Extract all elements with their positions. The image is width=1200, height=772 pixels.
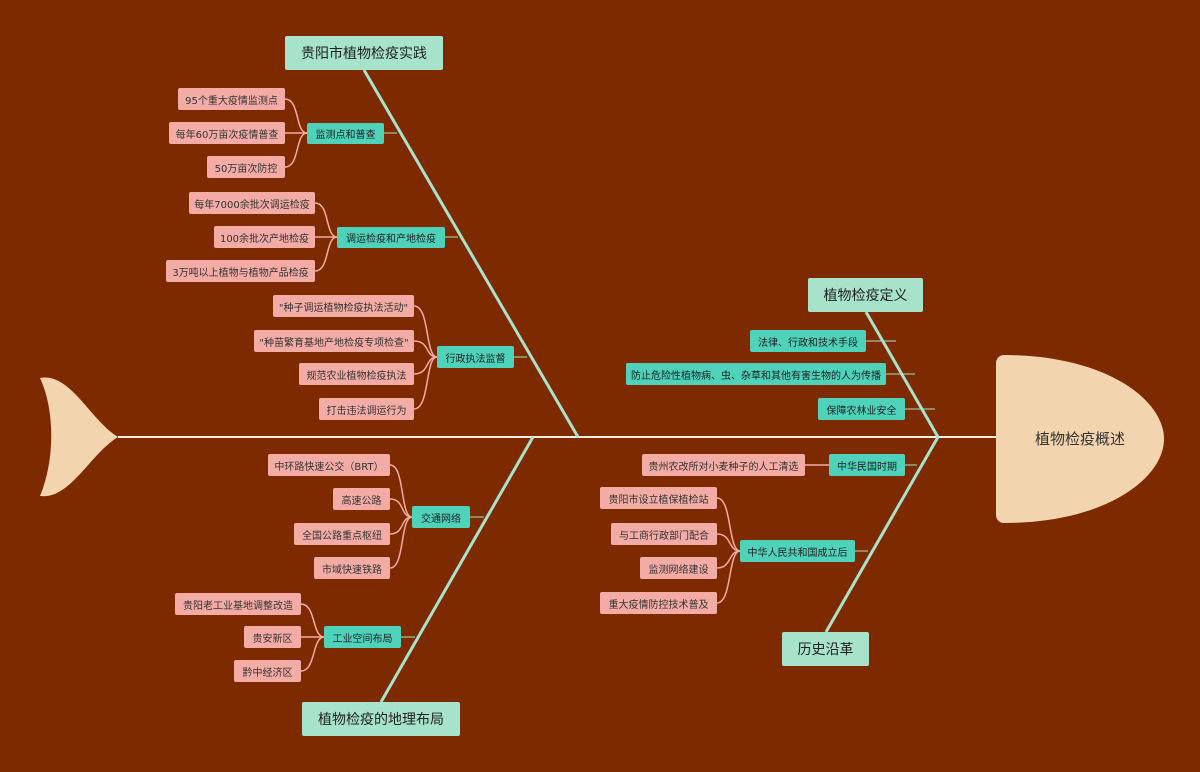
bone-practice [362,69,580,438]
leaf-item[interactable]: 中环路快速公交（BRT） [268,454,390,476]
leaf-item[interactable]: 高速公路 [333,488,390,510]
leaf-item[interactable]: "种子调运植物检疫执法活动" [273,295,414,317]
leaf-item[interactable]: 全国公路重点枢纽 [294,523,390,545]
leaf-item[interactable]: 与工商行政部门配合 [611,523,717,545]
main-topic-definition[interactable]: 植物检疫定义 [808,278,923,312]
leaf-item[interactable]: 贵安新区 [244,626,301,648]
subtopic-prc-era[interactable]: 中华人民共和国成立后 [740,540,855,562]
leaf-item[interactable]: 黔中经济区 [234,660,301,682]
main-topic-history[interactable]: 历史沿革 [782,632,869,666]
leaf-item[interactable]: 每年60万亩次疫情普查 [169,122,285,144]
subtopic-enforcement[interactable]: 行政执法监督 [437,346,514,368]
leaf-item[interactable]: 每年7000余批次调运检疫 [189,192,315,214]
subtopic-monitoring[interactable]: 监测点和普查 [307,123,384,144]
main-topic-geography[interactable]: 植物检疫的地理布局 [302,702,460,736]
leaf-item[interactable]: 100余批次产地检疫 [214,226,315,248]
leaf-item[interactable]: 规范农业植物检疫执法 [299,363,414,385]
main-topic-practice[interactable]: 贵阳市植物检疫实践 [285,36,443,70]
definition-item[interactable]: 法律、行政和技术手段 [750,330,866,352]
fish-head [996,355,1164,523]
bone-geography [379,436,535,703]
leaf-item[interactable]: 50万亩次防控 [207,156,285,178]
subtopic-roc-era[interactable]: 中华民国时期 [829,454,905,476]
leaf-item[interactable]: 贵州农改所对小麦种子的人工清选 [642,454,805,476]
leaf-item[interactable]: 市域快速铁路 [314,557,390,579]
leaf-item[interactable]: 贵阳老工业基地调整改造 [175,593,301,615]
definition-item[interactable]: 保障农林业安全 [818,398,905,420]
definition-item[interactable]: 防止危险性植物病、虫、杂草和其他有害生物的人为传播 [626,363,886,385]
fish-tail [40,377,118,497]
head-title[interactable]: 植物检疫概述 [1034,429,1125,448]
leaf-item[interactable]: 打击违法调运行为 [319,398,414,420]
leaf-item[interactable]: 95个重大疫情监测点 [178,88,285,110]
leaf-item[interactable]: 重大疫情防控技术普及 [600,592,717,614]
subtopic-transport-quarantine[interactable]: 调运检疫和产地检疫 [337,227,445,248]
leaf-item[interactable]: 3万吨以上植物与植物产品检疫 [166,260,315,282]
leaf-item[interactable]: "种苗繁育基地产地检疫专项检查" [254,330,414,352]
leaf-item[interactable]: 监测网络建设 [640,557,717,579]
subtopic-transport-network[interactable]: 交通网络 [412,506,470,528]
leaf-item[interactable]: 贵阳市设立植保植检站 [600,487,717,509]
bone-history [824,436,940,633]
subtopic-industrial-layout[interactable]: 工业空间布局 [324,626,401,648]
